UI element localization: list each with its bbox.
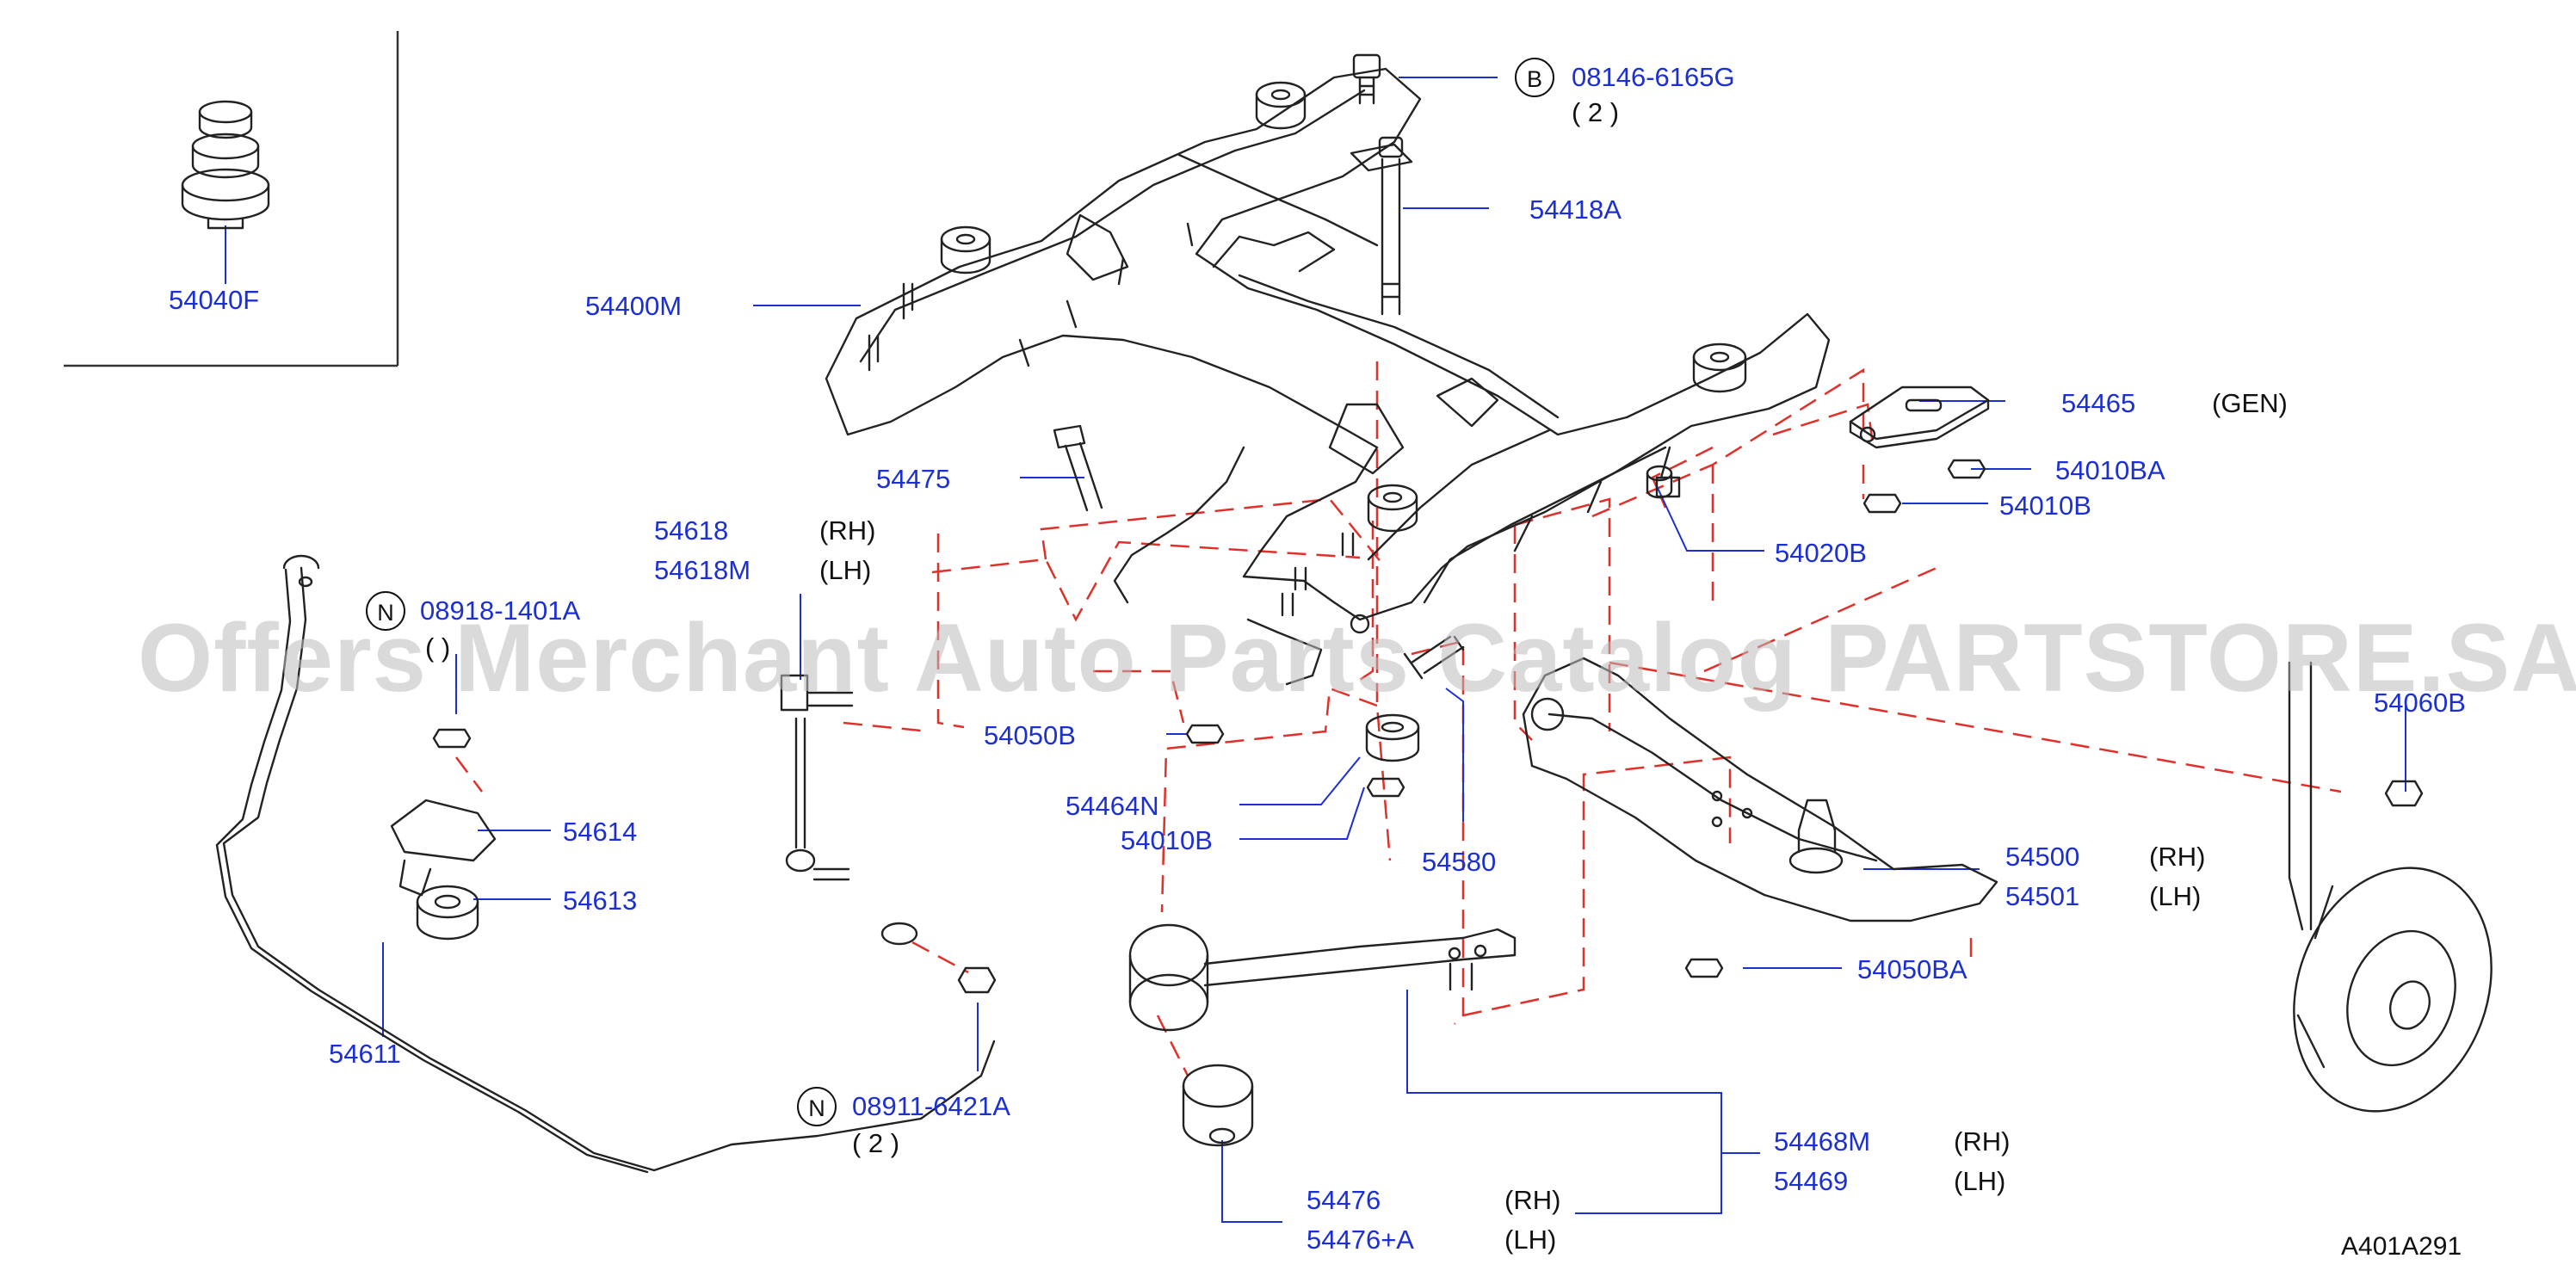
assembly-dash-lines (455, 361, 2342, 1077)
callout-symbol-n-08918: N (366, 591, 405, 631)
part-label-54050B[interactable]: 54050B (984, 720, 1076, 750)
bushing-54613 (416, 885, 479, 941)
bolt-54475 (1053, 424, 1103, 512)
part-label-54475[interactable]: 54475 (876, 464, 951, 494)
part-label-54060B[interactable]: 54060B (2374, 688, 2466, 718)
part-label-54464N[interactable]: 54464N (1066, 791, 1159, 821)
watermark-text: Offers Merchant Auto Parts Catalog PARTS… (138, 604, 2576, 712)
part-side-54501: (LH) (2149, 881, 2202, 911)
part-label-54500[interactable]: 54500 (2005, 842, 2080, 872)
part-side-54468M: (RH) (1954, 1126, 2011, 1157)
clamp-54614 (390, 799, 497, 897)
part-side-54476: (RH) (1504, 1185, 1561, 1215)
bolt-54418A (1350, 136, 1413, 316)
part-label-54611[interactable]: 54611 (329, 1039, 401, 1069)
part-label-54501[interactable]: 54501 (2005, 881, 2080, 911)
part-qty-08146: ( 2 ) (1572, 97, 1620, 127)
inset-frame (64, 31, 399, 367)
subframe-54400M (825, 67, 1831, 686)
stabilizer-link-54618 (780, 674, 854, 881)
part-label-54040F[interactable]: 54040F (169, 285, 260, 315)
part-label-54469[interactable]: 54469 (1774, 1166, 1849, 1196)
tension-rod-54468M (1128, 923, 1517, 1032)
part-side-54500: (RH) (2149, 842, 2206, 872)
brake-rotor (2288, 661, 2493, 1113)
bushing-54020B (1646, 465, 1673, 499)
part-note-54465: (GEN) (2212, 388, 2288, 418)
part-side-54618M: (LH) (819, 555, 872, 585)
part-label-08146-6165G[interactable]: 08146-6165G (1572, 62, 1735, 92)
part-label-54468M[interactable]: 54468M (1774, 1126, 1871, 1157)
part-label-54618[interactable]: 54618 (654, 515, 729, 546)
part-label-54465[interactable]: 54465 (2061, 388, 2136, 418)
part-label-08911-6421A[interactable]: 08911-6421A (852, 1091, 1010, 1121)
part-label-54418A[interactable]: 54418A (1529, 194, 1622, 225)
bolt-08146 (1352, 53, 1381, 105)
leader-lines (225, 77, 2406, 1223)
part-side-54476A: (LH) (1504, 1225, 1557, 1255)
part-label-54400M[interactable]: 54400M (585, 291, 683, 321)
bushing-54476 (1182, 1064, 1254, 1147)
part-label-54476A[interactable]: 54476+A (1307, 1225, 1414, 1255)
part-label-54050BA[interactable]: 54050BA (1857, 954, 1968, 984)
part-label-54010BA[interactable]: 54010BA (2055, 455, 2165, 485)
part-label-54580[interactable]: 54580 (1422, 847, 1497, 877)
part-label-08918-1401A[interactable]: 08918-1401A (420, 595, 581, 626)
part-side-54618: (RH) (819, 515, 876, 546)
diagram-id: A401A291 (2341, 1232, 2462, 1261)
callout-symbol-n-08911: N (797, 1087, 837, 1126)
part-label-54613[interactable]: 54613 (563, 885, 638, 916)
part-label-54020B[interactable]: 54020B (1775, 538, 1867, 568)
nuts (432, 459, 2424, 994)
bolt-54580 (1403, 635, 1465, 680)
part-qty-08918: ( ) (425, 632, 451, 663)
part-label-54618M[interactable]: 54618M (654, 555, 751, 585)
bracket-54465 (1849, 386, 1990, 449)
callout-symbol-b: B (1515, 58, 1554, 97)
part-label-54010B-lower[interactable]: 54010B (1121, 825, 1213, 855)
mount-54040F (181, 100, 270, 230)
stabilizer-bar-54611 (215, 554, 996, 1174)
part-qty-08911: ( 2 ) (852, 1128, 900, 1158)
drawing-linework (181, 53, 2493, 1174)
part-label-54476[interactable]: 54476 (1307, 1185, 1381, 1215)
lower-arm-54500 (1522, 657, 1998, 922)
part-side-54469: (LH) (1954, 1166, 2006, 1196)
bushing-54464N (1365, 713, 1420, 762)
part-label-54614[interactable]: 54614 (563, 817, 638, 847)
part-label-54010B-upper[interactable]: 54010B (1999, 490, 2091, 521)
